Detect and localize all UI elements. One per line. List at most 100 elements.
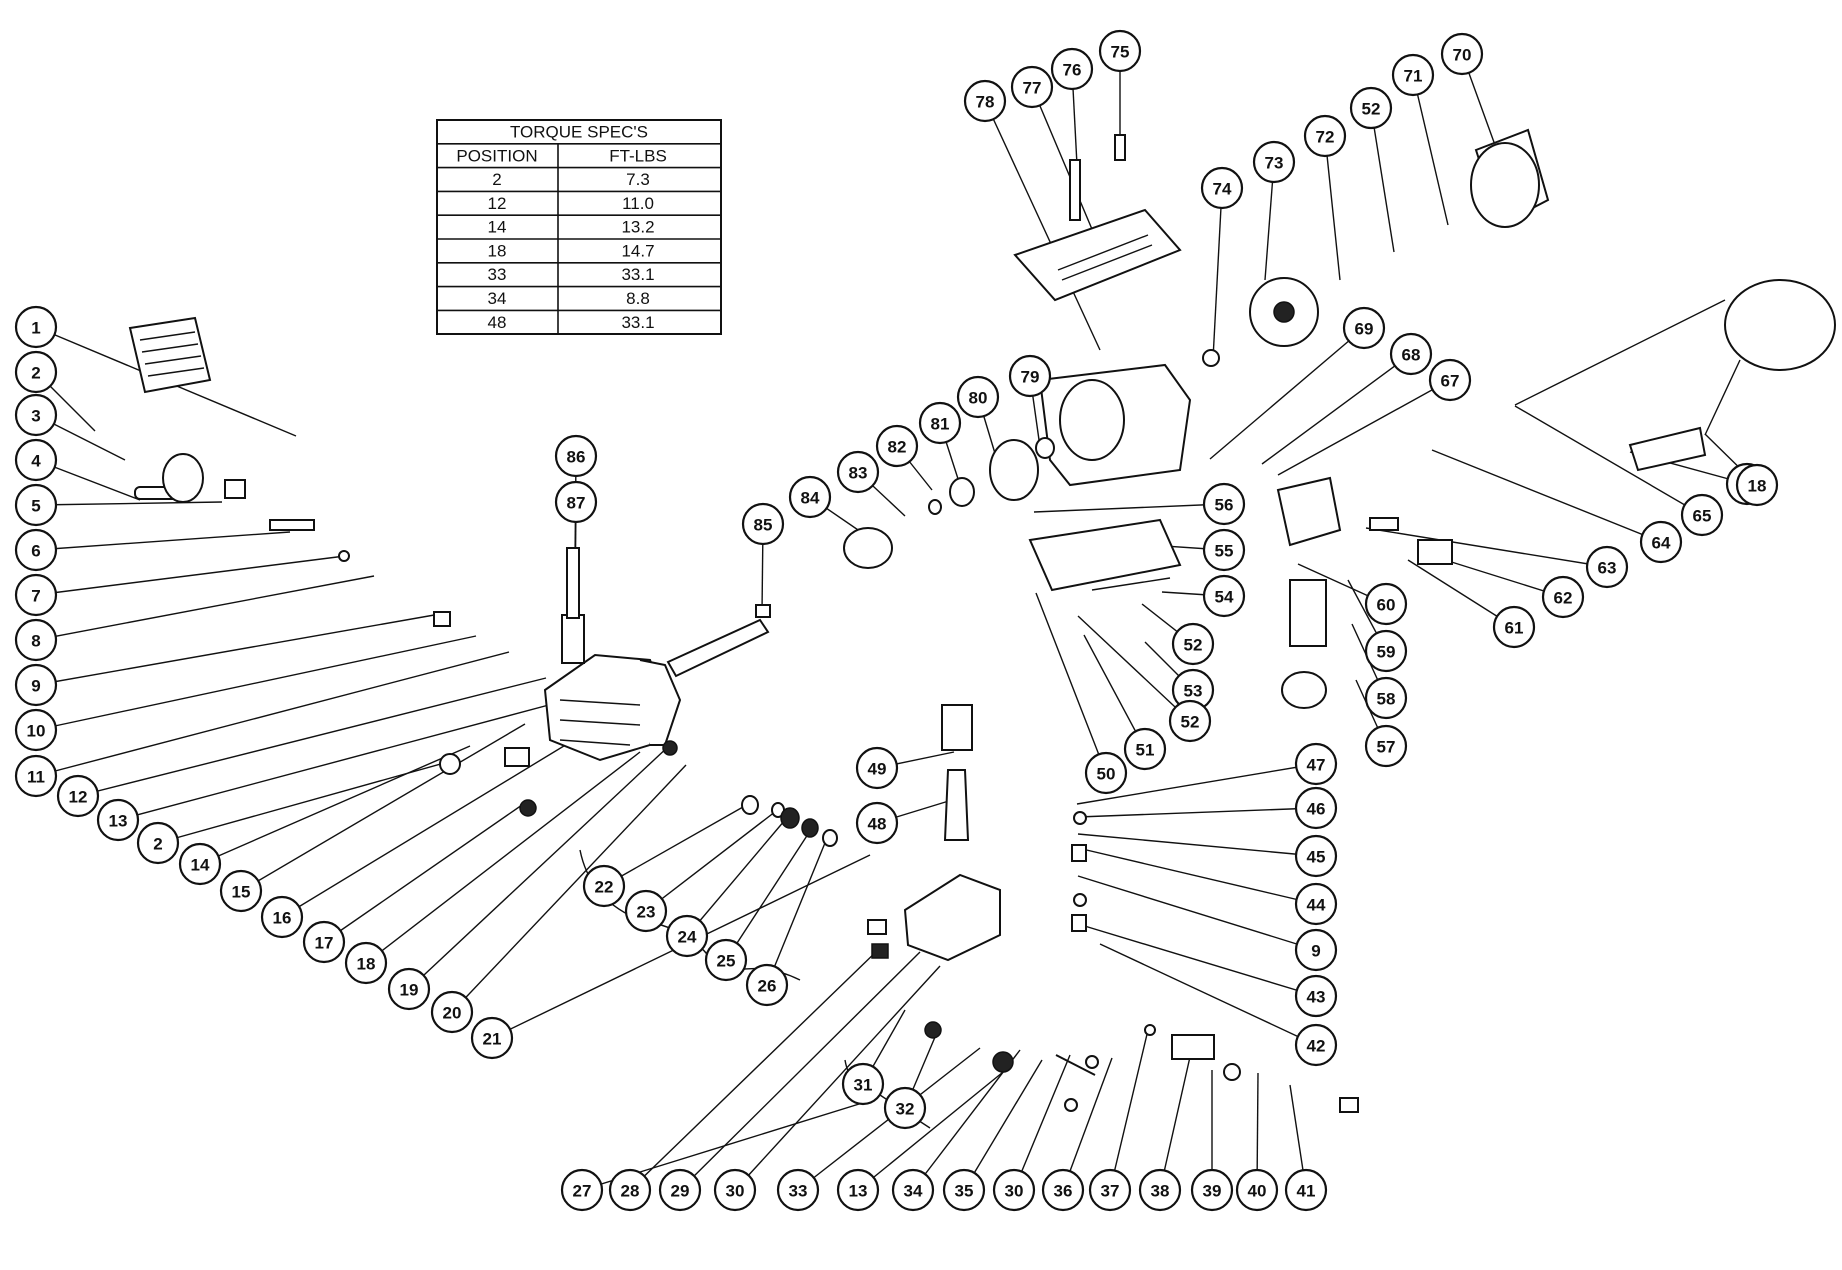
leader-line xyxy=(77,677,547,797)
leader-line xyxy=(1261,353,1412,465)
callout-number: 77 xyxy=(1023,79,1042,98)
callout-circle xyxy=(1008,354,1052,398)
torque-row-position: 12 xyxy=(488,194,507,213)
callout-number: 25 xyxy=(717,952,736,971)
leader-line xyxy=(35,555,346,596)
callout-number: 86 xyxy=(567,448,586,467)
nut-79 xyxy=(1035,437,1055,459)
callout-circle xyxy=(1202,528,1246,572)
leader-line xyxy=(963,1059,1043,1191)
callout-50: 50 xyxy=(1084,751,1128,795)
callout-number: 6 xyxy=(31,542,40,561)
callout-68: 68 xyxy=(1389,332,1433,376)
callout-number: 46 xyxy=(1307,800,1326,819)
leader-line xyxy=(35,501,223,506)
callout-circle xyxy=(1680,493,1724,537)
callout-circle xyxy=(344,941,388,985)
callout-6: 6 xyxy=(14,528,58,572)
leader-line xyxy=(1076,763,1317,805)
callout-5: 5 xyxy=(14,483,58,527)
callout-52: 52 xyxy=(1349,86,1393,130)
leader-line xyxy=(451,764,687,1013)
leader-line xyxy=(603,802,751,887)
leader-line xyxy=(1013,1054,1071,1191)
callout-circle xyxy=(260,895,304,939)
callout-46: 46 xyxy=(1294,786,1338,830)
seal-25 xyxy=(801,818,819,838)
callout-circle xyxy=(1190,1168,1234,1212)
callout-number: 50 xyxy=(1097,765,1116,784)
callout-circle xyxy=(1389,332,1433,376)
plug-lead xyxy=(1704,359,1741,436)
callout-43: 43 xyxy=(1294,974,1338,1018)
shroud-rim xyxy=(1470,142,1540,228)
filter-27 xyxy=(871,943,889,959)
callout-76: 76 xyxy=(1050,47,1094,91)
callout-circle xyxy=(1041,1168,1085,1212)
nut-31 xyxy=(924,1021,942,1039)
callout-number: 4 xyxy=(31,452,41,471)
callout-number: 27 xyxy=(573,1182,592,1201)
callout-15: 15 xyxy=(219,869,263,913)
leader-line xyxy=(1077,847,1317,905)
leader-line xyxy=(1035,592,1107,774)
callout-26: 26 xyxy=(745,963,789,1007)
callout-number: 84 xyxy=(801,489,820,508)
callout-39: 39 xyxy=(1190,1168,1234,1212)
callout-number: 67 xyxy=(1441,372,1460,391)
callout-circle xyxy=(704,938,748,982)
callout-78: 78 xyxy=(963,79,1007,123)
leader-line xyxy=(1077,875,1317,951)
leader-line xyxy=(1077,615,1191,722)
base-plate-54 xyxy=(1028,518,1182,592)
torque-row-ftlbs: 13.2 xyxy=(621,218,654,237)
ring-46 xyxy=(1073,811,1087,825)
torque-row-position: 2 xyxy=(492,170,501,189)
unloader-48 xyxy=(943,769,970,841)
leader-line xyxy=(1062,1057,1113,1191)
callout-13: 13 xyxy=(836,1168,880,1212)
callout-number: 38 xyxy=(1151,1182,1170,1201)
callout-9: 9 xyxy=(14,663,58,707)
callout-number: 76 xyxy=(1063,61,1082,80)
fan-hub xyxy=(1273,301,1295,323)
callout-circle xyxy=(1284,1168,1328,1212)
torque-row-position: 18 xyxy=(488,241,507,260)
callout-35: 35 xyxy=(942,1168,986,1212)
callout-number: 68 xyxy=(1402,346,1421,365)
callout-circle xyxy=(1294,834,1338,878)
callout-11: 11 xyxy=(14,754,58,798)
seal-36 xyxy=(1144,1024,1156,1036)
motor-end xyxy=(1059,379,1125,461)
bolt-86 xyxy=(566,547,580,619)
cap-boot-57 xyxy=(1281,671,1327,709)
callout-circle xyxy=(1342,306,1386,350)
callout-circle xyxy=(745,963,789,1007)
callout-layer: 1234567891011121321415161718192021222324… xyxy=(14,29,1779,1212)
callout-number: 54 xyxy=(1215,588,1234,607)
callout-circle xyxy=(1349,86,1393,130)
callout-number: 37 xyxy=(1101,1182,1120,1201)
callout-circle xyxy=(136,821,180,865)
callout-number: 47 xyxy=(1307,756,1326,775)
callout-circle xyxy=(875,424,919,468)
torque-row-ftlbs: 11.0 xyxy=(622,194,654,213)
torque-row-ftlbs: 7.3 xyxy=(626,170,650,189)
callout-47: 47 xyxy=(1294,742,1338,786)
leader-line xyxy=(240,723,526,892)
leader-line xyxy=(1159,1047,1193,1191)
torque-row-ftlbs: 33.1 xyxy=(621,313,654,332)
callout-73: 73 xyxy=(1252,140,1296,184)
torque-row-ftlbs: 33.1 xyxy=(621,265,654,284)
callout-number: 33 xyxy=(789,1182,808,1201)
callout-7: 7 xyxy=(14,573,58,617)
callout-60: 60 xyxy=(1364,582,1408,626)
callout-81: 81 xyxy=(918,401,962,445)
callout-71: 71 xyxy=(1391,53,1435,97)
fitting-41 xyxy=(1339,1097,1359,1113)
callout-number: 30 xyxy=(726,1182,745,1201)
callout-circle xyxy=(1428,358,1472,402)
rod-34 xyxy=(1055,1054,1096,1076)
callout-number: 43 xyxy=(1307,988,1326,1007)
